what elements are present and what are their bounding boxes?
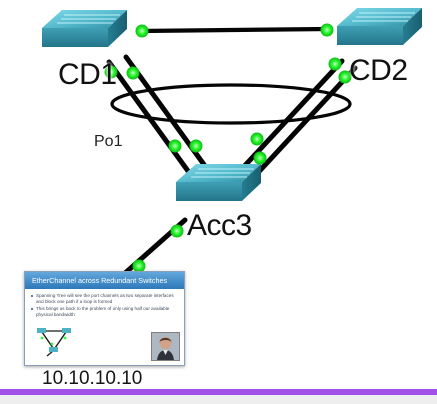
port-channel-label: Po1: [94, 133, 123, 150]
mini-status-light: [63, 336, 67, 340]
host-link-light: [132, 259, 146, 273]
cd2-link-light-b: [338, 70, 352, 84]
switch-cd2-front-face: [337, 26, 403, 45]
acc3-left-link-light-b: [189, 139, 203, 153]
cd2-acc3-link-b: [250, 65, 358, 181]
acc3-left-link-light-a: [168, 139, 182, 153]
host-ip-address: 10.10.10.10: [42, 368, 143, 389]
slide-thumbnail: EtherChannel across Redundant Switches S…: [24, 271, 185, 366]
cd1-label: CD1: [58, 58, 117, 91]
acc3-right-link-light-b: [253, 151, 267, 165]
bottom-band: [0, 395, 437, 404]
switch-cd1-front-face: [42, 28, 108, 47]
link-status-lights: [104, 23, 352, 273]
mini-switch-right: [62, 328, 71, 333]
mini-status-light: [40, 336, 44, 340]
slide-thumbnail-bullets: Spanning Tree will see the port channels…: [31, 293, 179, 319]
po1-etherchannel-ring: [110, 83, 352, 125]
switch-cd1: [42, 10, 127, 47]
cd1-cd2-link: [137, 26, 331, 34]
cd1-cd2-link-light-left: [135, 24, 149, 38]
switch-cd2-port-lines: [352, 12, 415, 22]
cd1-link-light-b: [126, 66, 140, 80]
cd1-cd2-link-light-right: [320, 23, 334, 37]
switch-cd1-port-lines: [57, 14, 120, 24]
switch-acc3: [176, 164, 261, 201]
mini-switch-left: [37, 328, 46, 333]
presenter-icon: [152, 333, 179, 360]
slide-mini-network: [37, 328, 71, 357]
network-links: [103, 26, 358, 293]
switch-cd1-side-face: [108, 10, 127, 47]
acc3-label: Acc3: [187, 209, 252, 242]
acc3-right-link-light-a: [250, 132, 264, 146]
switch-acc3-port-lines: [191, 168, 254, 178]
slide-thumbnail-bullet: Spanning Tree will see the port channels…: [31, 293, 179, 304]
switch-cd2: [337, 8, 422, 45]
cd2-label: CD2: [349, 54, 408, 87]
switch-acc3-side-face: [242, 164, 261, 201]
mini-link-left: [41, 331, 54, 349]
acc3-host-link-light: [170, 224, 184, 238]
presenter-video-thumbnail: [151, 332, 180, 361]
mini-switch-bottom: [49, 347, 58, 352]
switch-cd2-side-face: [403, 8, 422, 45]
switch-acc3-front-face: [176, 182, 242, 201]
mini-status-light: [50, 342, 54, 346]
cd2-link-light-a: [328, 57, 342, 71]
cd1-link-light-a: [104, 65, 118, 79]
mini-link-right: [54, 331, 67, 349]
slide-thumbnail-bullet: This brings us back to the problem of on…: [31, 306, 179, 317]
slide-thumbnail-title: EtherChannel across Redundant Switches: [25, 272, 184, 289]
video-progress-accent-bar: [0, 389, 437, 395]
